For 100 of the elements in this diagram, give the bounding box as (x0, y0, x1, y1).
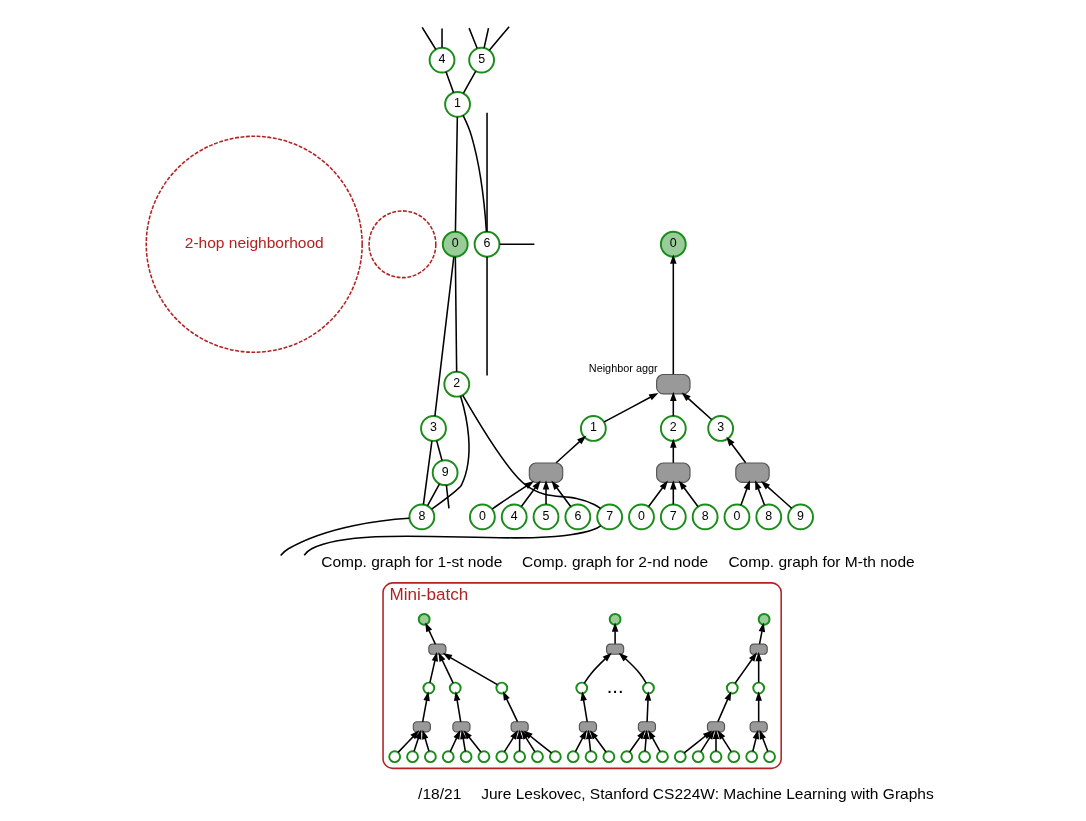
node-circle: 0 (441, 230, 469, 258)
arrow (523, 730, 553, 754)
arrow (421, 691, 430, 723)
connector (441, 27, 443, 49)
label: ... (606, 674, 624, 697)
arrow (449, 729, 461, 753)
node-circle (725, 681, 739, 695)
node-circle: 8 (408, 503, 436, 531)
connector (445, 484, 450, 510)
arrow (642, 729, 650, 753)
node-circle: 7 (659, 503, 687, 531)
node-circle (757, 612, 771, 626)
arrow (670, 254, 677, 376)
connector (435, 439, 443, 462)
node-circle: 3 (420, 415, 447, 442)
arrow (574, 729, 587, 753)
label: Comp. graph for 2-nd node (521, 552, 709, 570)
arrow (463, 730, 482, 753)
node-circle: 8 (755, 503, 783, 531)
node-circle: 0 (723, 503, 751, 531)
connector (462, 70, 477, 95)
node-circle (638, 750, 651, 764)
connector (426, 483, 441, 507)
node-box (749, 721, 768, 733)
connector (486, 111, 488, 233)
node-box (578, 721, 598, 733)
node-circle (513, 750, 527, 764)
arrow (429, 652, 438, 684)
node-circle (422, 681, 436, 695)
node-box (656, 462, 691, 483)
connector (454, 256, 458, 373)
node-circle (531, 750, 544, 764)
node-circle (417, 612, 431, 626)
arrow (551, 480, 572, 508)
node-circle: 0 (628, 503, 655, 531)
connector (468, 27, 478, 49)
arrow (460, 729, 467, 753)
arrow (502, 690, 519, 723)
node-circle: 0 (469, 503, 496, 531)
node-circle: 4 (500, 503, 528, 531)
node-circle: 1 (580, 415, 607, 442)
node-circle (727, 750, 741, 764)
node-circle (709, 750, 723, 764)
arrow (555, 435, 587, 464)
arrow (521, 730, 536, 753)
connector (421, 26, 437, 51)
node-circle: 1 (444, 90, 471, 118)
arrow (648, 730, 661, 753)
arrow (425, 622, 437, 645)
arrow (422, 729, 430, 753)
arrow (712, 729, 720, 753)
arrow (678, 480, 699, 508)
node-circle: 5 (468, 46, 495, 74)
node-circle (459, 750, 473, 764)
node-circle (441, 750, 455, 764)
arrow (520, 480, 541, 508)
node-box (735, 462, 770, 483)
arrow (726, 436, 747, 464)
connector (462, 394, 602, 510)
node-circle (752, 681, 766, 695)
label: Comp. graph for 1-st node (321, 552, 503, 570)
connector (434, 255, 455, 417)
node-circle (477, 750, 491, 764)
node-circle (608, 612, 622, 626)
arrow (681, 392, 713, 421)
node-circle: 2 (443, 370, 471, 398)
node-circle (448, 681, 462, 695)
node-box (412, 721, 431, 733)
node-box (706, 721, 726, 733)
arrow (438, 652, 454, 684)
arrow (752, 729, 760, 753)
label: Comp. graph for M-th node (728, 552, 915, 570)
node-circle: 6 (564, 503, 592, 531)
node-circle (548, 750, 562, 764)
node-circle (763, 750, 776, 764)
arrow (442, 653, 499, 686)
node-circle (642, 681, 655, 695)
arrow (760, 480, 793, 509)
node-circle: 9 (431, 459, 459, 487)
arrow (618, 652, 647, 684)
label: /18/21 (418, 785, 462, 803)
arrow (580, 691, 588, 723)
node-box (528, 462, 564, 483)
node-circle (575, 681, 589, 695)
connector (454, 116, 459, 233)
arrow (589, 730, 607, 753)
arrow (717, 691, 732, 723)
arrow (759, 729, 769, 753)
node-circle: 5 (532, 503, 560, 531)
node-circle (566, 750, 580, 764)
arrow (734, 652, 757, 685)
connector (279, 517, 410, 557)
arrow (755, 651, 762, 684)
arrow (603, 392, 659, 423)
node-circle: 2 (659, 415, 687, 442)
node-label: Neighbor aggr (588, 361, 658, 374)
arrow (758, 622, 766, 645)
node-circle: 3 (707, 415, 735, 442)
arrow (491, 481, 534, 510)
node-circle: 2-hop neighborhood (145, 135, 363, 353)
